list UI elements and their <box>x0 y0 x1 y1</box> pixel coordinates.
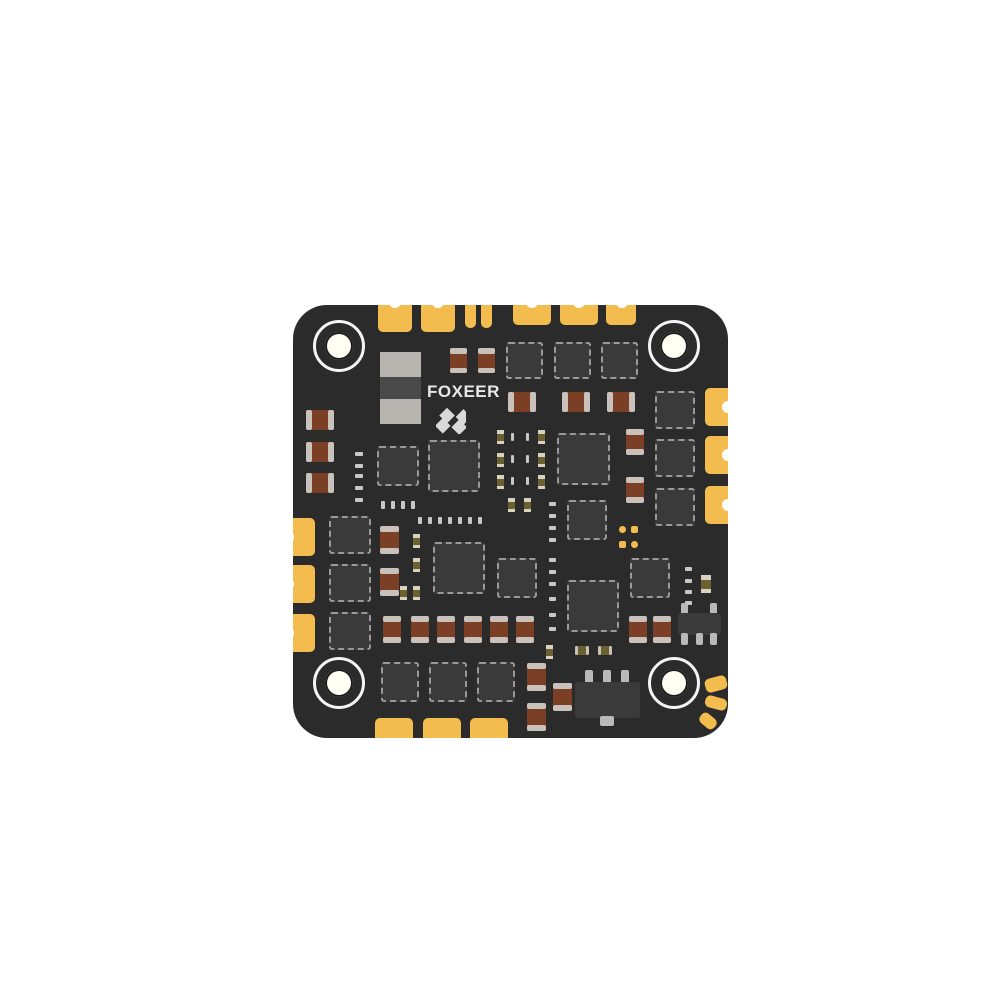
solder-dot <box>619 541 626 548</box>
small-capacitor <box>508 498 515 512</box>
solder-pad-bottom-2 <box>423 718 461 738</box>
mosfet-chip <box>477 662 515 702</box>
solder-pad-top-3a <box>465 305 476 328</box>
mosfet-chip <box>429 662 467 702</box>
ic-chip <box>377 446 419 486</box>
mosfet-chip <box>329 516 371 554</box>
ic-chip <box>567 500 607 540</box>
small-capacitor <box>497 430 504 444</box>
capacitor <box>527 663 546 692</box>
solder-dot <box>631 526 638 533</box>
mcu-chip <box>557 433 610 485</box>
ic-chip <box>630 558 670 598</box>
ic-chip <box>567 580 619 632</box>
capacitor <box>380 526 399 555</box>
mosfet-chip <box>601 342 638 379</box>
solder-pad-bottom-1 <box>375 718 413 738</box>
small-capacitor <box>497 475 504 489</box>
capacitor <box>306 473 335 493</box>
mosfet-chip <box>329 564 371 602</box>
mosfet-chip <box>506 342 543 379</box>
small-capacitor <box>538 430 545 444</box>
mosfet-chip <box>554 342 591 379</box>
capacitor <box>626 477 644 503</box>
capacitor <box>562 392 591 412</box>
solder-pad-left-3 <box>293 614 315 652</box>
mounting-hole-bottom-right <box>648 657 700 709</box>
capacitor <box>607 392 636 412</box>
capacitor <box>626 429 644 455</box>
mosfet-chip <box>655 439 695 477</box>
capacitor <box>516 616 534 643</box>
mounting-hole-top-left <box>313 320 365 372</box>
pcb-board: FOXEER <box>293 305 728 738</box>
solder-dot <box>631 541 638 548</box>
capacitor <box>653 616 671 643</box>
solder-pad-top-4 <box>513 305 551 325</box>
brand-logo-text: FOXEER <box>427 382 500 401</box>
capacitor <box>478 348 495 373</box>
ic-chip <box>428 440 480 492</box>
current-shunt-resistor <box>380 352 421 424</box>
mounting-hole-bottom-left <box>313 657 365 709</box>
ic-chip <box>433 542 485 594</box>
solder-pad-left-1 <box>293 518 315 556</box>
capacitor <box>411 616 429 643</box>
small-capacitor <box>538 453 545 467</box>
solder-pad-top-6 <box>606 305 636 325</box>
capacitor <box>490 616 508 643</box>
capacitor <box>306 442 335 462</box>
capacitor <box>527 703 546 732</box>
solder-pad-top-2 <box>421 305 455 332</box>
mosfet-chip <box>381 662 419 702</box>
solder-pad-top-3b <box>481 305 492 328</box>
solder-pad-top-1 <box>378 305 412 332</box>
solder-dot <box>619 526 626 533</box>
ic-chip <box>497 558 537 598</box>
solder-pad-right-1 <box>705 388 728 426</box>
capacitor <box>306 410 335 430</box>
sot-transistor <box>678 603 721 653</box>
capacitor <box>464 616 482 643</box>
mosfet-chip <box>655 488 695 526</box>
solder-pad-left-2 <box>293 565 315 603</box>
corner-radial-pads <box>697 665 728 738</box>
small-capacitor <box>701 575 711 593</box>
capacitor <box>437 616 455 643</box>
solder-pad-bottom-3 <box>470 718 508 738</box>
solder-pad-right-3 <box>705 486 728 524</box>
solder-pad-top-5 <box>560 305 598 325</box>
capacitor <box>508 392 537 412</box>
capacitor <box>553 683 572 712</box>
capacitor <box>450 348 467 373</box>
mosfet-chip <box>655 391 695 429</box>
foxeer-x-logo-icon <box>436 407 466 434</box>
capacitor <box>383 616 401 643</box>
small-capacitor <box>497 453 504 467</box>
mounting-hole-top-right <box>648 320 700 372</box>
small-capacitor <box>524 498 531 512</box>
capacitor <box>629 616 647 643</box>
solder-pad-right-2 <box>705 436 728 474</box>
capacitor <box>380 568 399 597</box>
small-capacitor <box>538 475 545 489</box>
mosfet-chip <box>329 612 371 650</box>
voltage-regulator <box>575 670 640 735</box>
